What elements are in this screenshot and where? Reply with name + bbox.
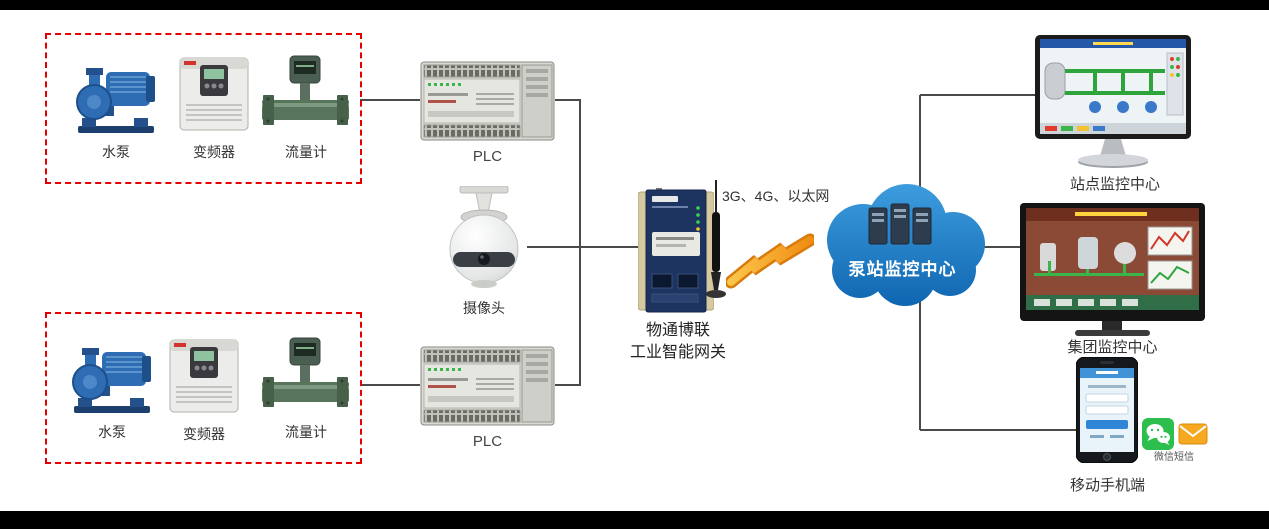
flow-meter-label: 流量计 [285,144,327,160]
water-pump-image [76,68,155,133]
group-monitor-image [1020,203,1205,336]
iot-gateway-image [638,188,714,313]
camera-label: 摄像头 [463,300,505,316]
flow-meter-label: 流量计 [285,424,327,440]
water-pump-label: 水泵 [102,144,130,160]
water-pump-image [72,348,151,413]
frequency-converter-label: 变频器 [193,144,235,160]
network-types-label: 3G、4G、以太网 [722,188,830,204]
messaging-label: 微信短信 [1154,452,1194,463]
field-devices-group-top [45,33,362,184]
gateway-label-line1: 物通博联 [645,322,710,339]
flow-meter-image [262,337,349,407]
flow-meter-image [262,55,349,125]
site-monitor-label: 站点监控中心 [1069,176,1160,193]
gateway-label-line2: 工业智能网关 [629,344,726,361]
wechat-icon [1142,418,1174,450]
plc-top-label: PLC [472,148,503,165]
frequency-converter-label: 变频器 [183,426,225,442]
lightning-bolt-icon [726,233,814,289]
cloud-image [827,184,985,306]
group-monitor-label: 集团监控中心 [1067,339,1158,356]
field-devices-group-bottom [45,312,362,464]
frequency-converter-image [179,57,249,131]
mobile-phone-label: 移动手机端 [1069,477,1145,494]
camera-image [449,186,519,288]
mail-icon [1178,423,1208,445]
frequency-converter-image [169,339,239,413]
plc-image [420,346,555,426]
water-pump-label: 水泵 [98,424,126,440]
site-monitor-image [1035,35,1191,168]
plc-image [420,61,555,141]
cloud-label: 泵站监控中心 [848,260,957,279]
gateway-antenna-image [706,180,726,298]
mobile-phone-image [1076,357,1138,463]
plc-bottom-label: PLC [472,433,503,450]
